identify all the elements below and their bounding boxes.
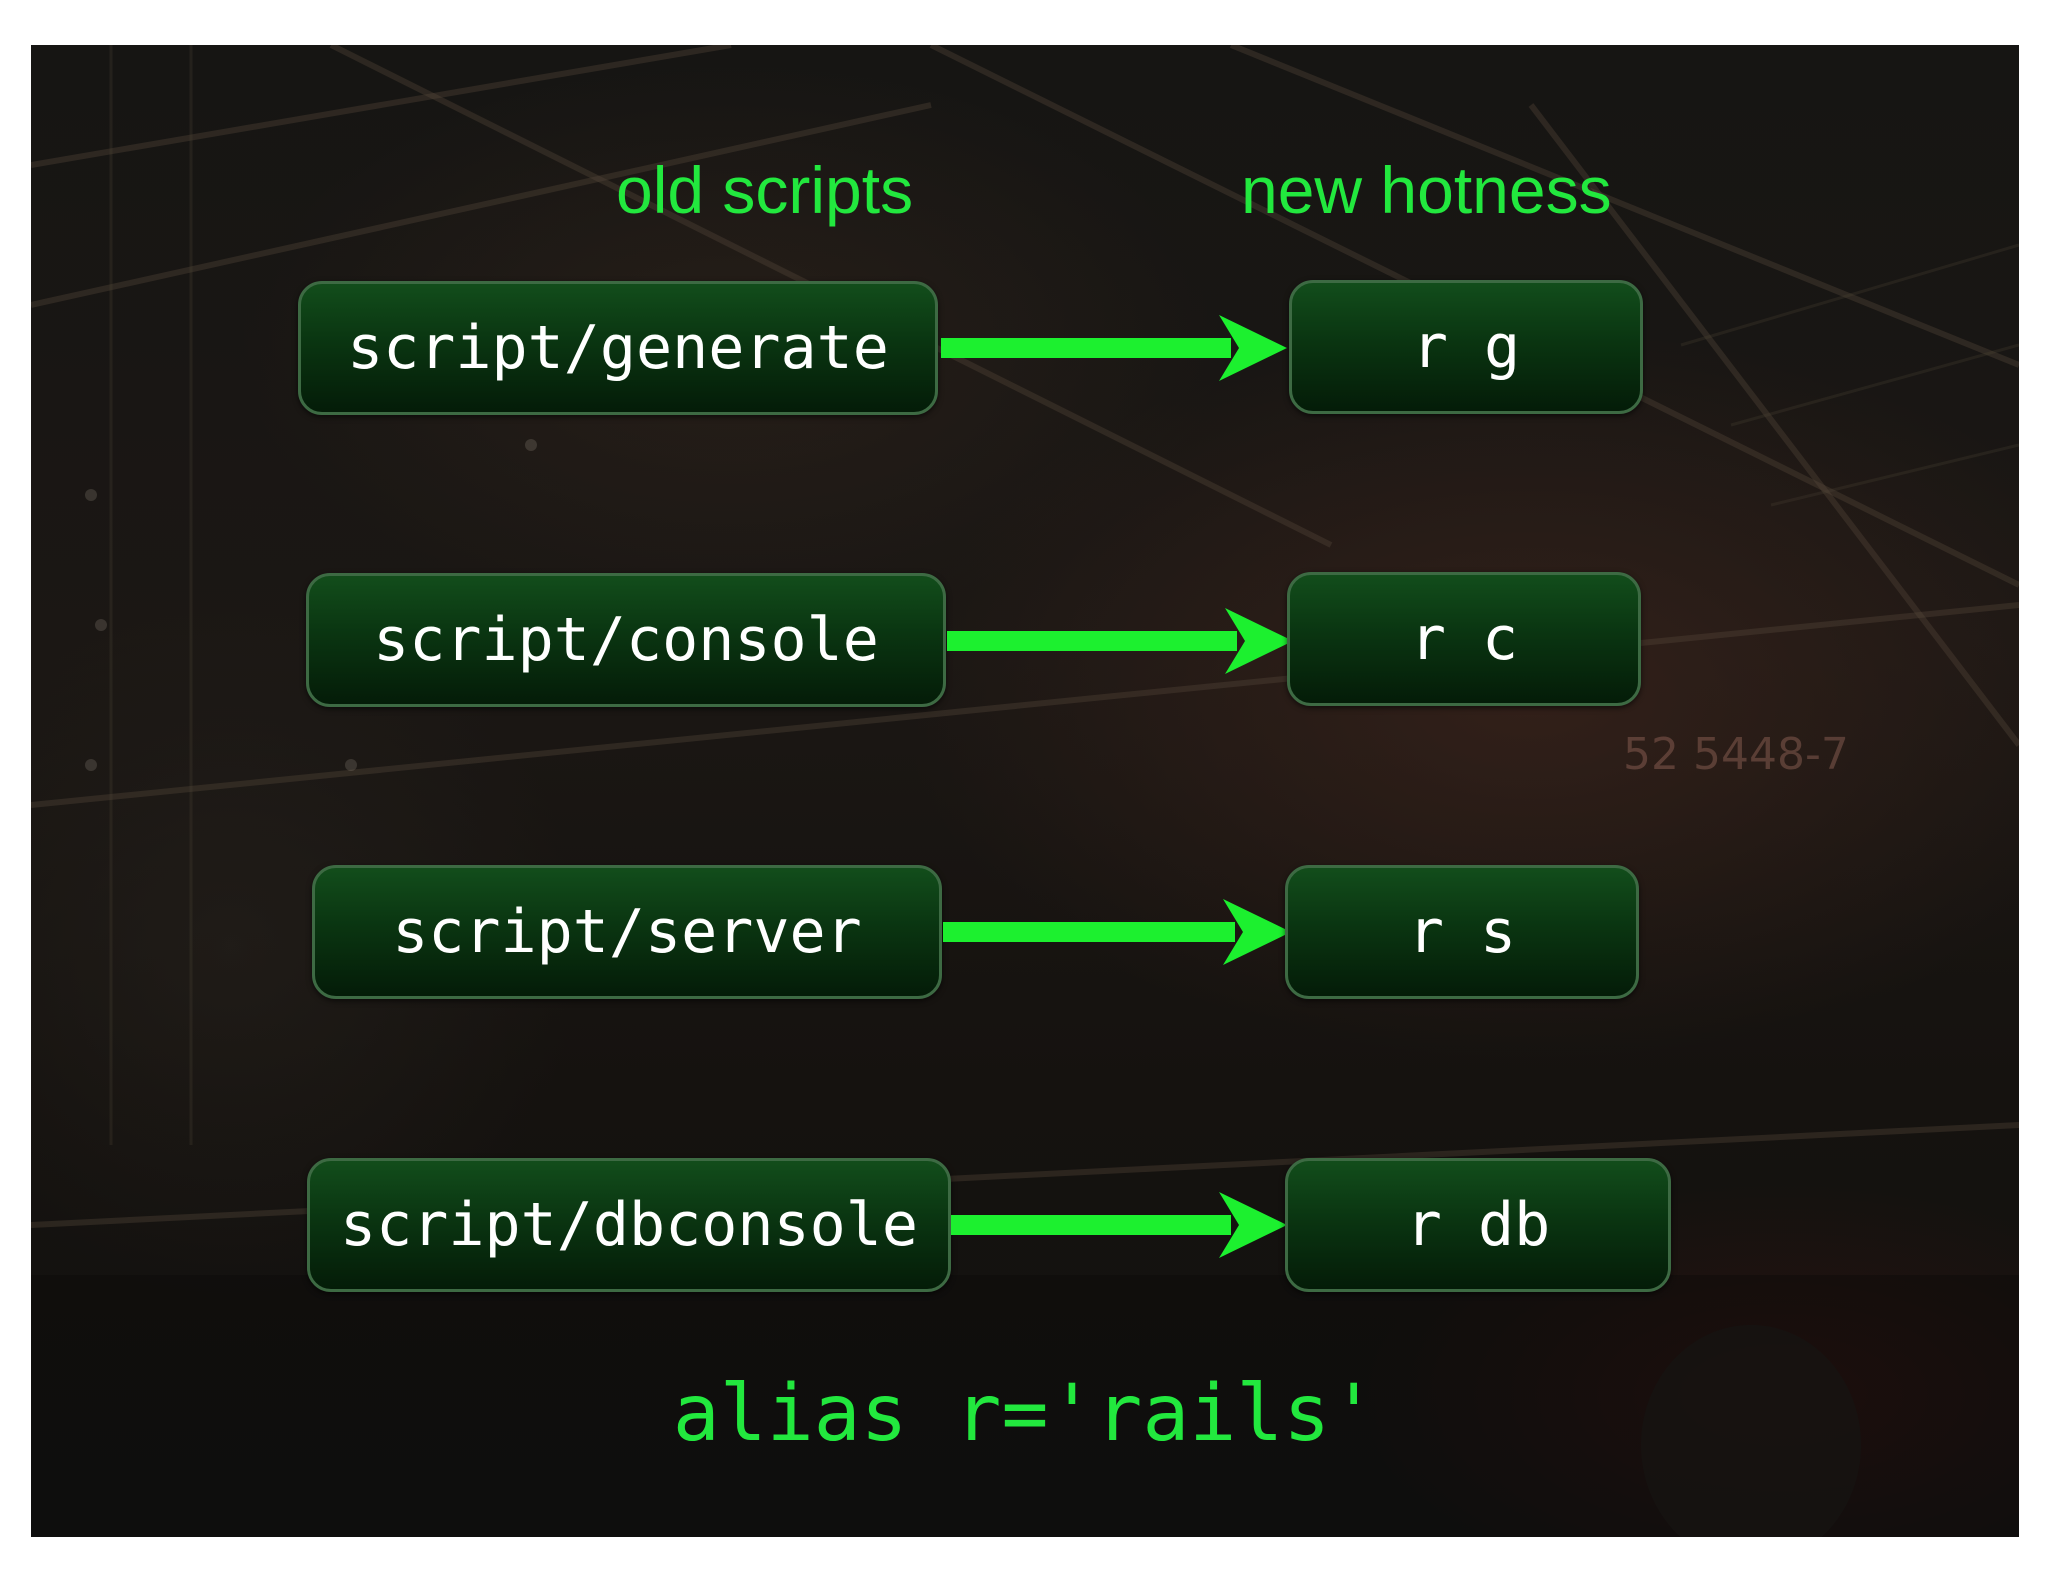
new-command-dbconsole: r db: [1285, 1158, 1671, 1292]
background-number: 52 5448-7: [1623, 729, 1849, 780]
new-hotness-heading: new hotness: [1241, 153, 1612, 227]
new-command-server: r s: [1285, 865, 1639, 999]
old-scripts-heading: old scripts: [616, 153, 914, 227]
new-command-generate: r g: [1289, 280, 1643, 414]
background-image: [31, 45, 2019, 1537]
old-command-server: script/server: [312, 865, 942, 999]
arrow-server: [943, 899, 1291, 965]
arrow-generate: [941, 315, 1287, 381]
arrow-dbconsole: [951, 1192, 1287, 1258]
alias-footer: alias r='rails': [672, 1369, 1378, 1459]
arrow-console: [947, 608, 1293, 674]
new-command-console: r c: [1287, 572, 1641, 706]
slide: 52 5448-7 old scripts new hotness script…: [31, 45, 2019, 1537]
old-command-dbconsole: script/dbconsole: [307, 1158, 951, 1292]
old-command-generate: script/generate: [298, 281, 938, 415]
old-command-console: script/console: [306, 573, 946, 707]
